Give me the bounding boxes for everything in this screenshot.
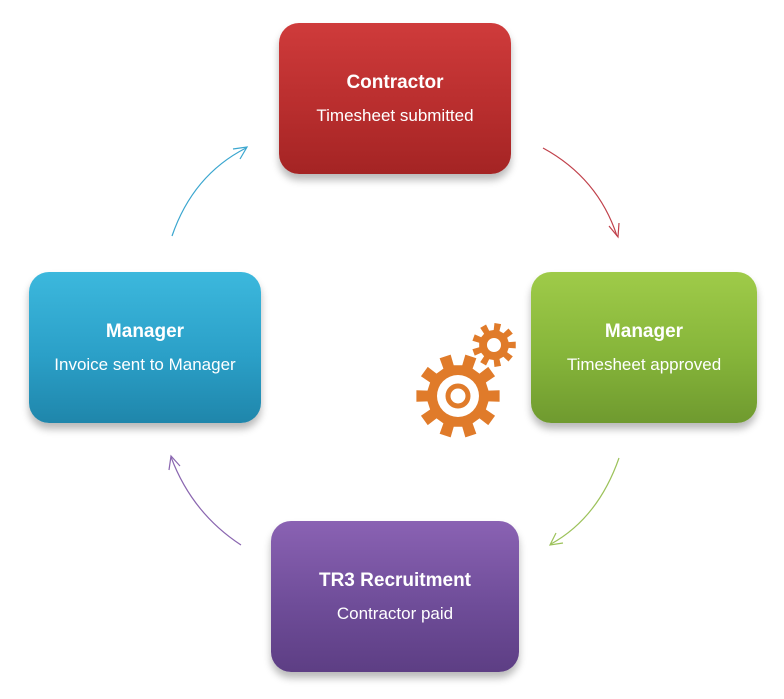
node-subtitle: Timesheet approved (566, 354, 722, 374)
arrow-manager-to-recruitment (548, 457, 620, 546)
node-title: Contractor (346, 71, 444, 93)
node-manager-invoice: Manager Invoice sent to Manager (29, 272, 261, 423)
node-tr3-recruitment: TR3 Recruitment Contractor paid (271, 521, 519, 672)
arrow-contractor-to-manager (542, 147, 620, 239)
arrow-manager-to-contractor (171, 146, 249, 237)
node-manager-approved: Manager Timesheet approved (531, 272, 757, 423)
node-title: Manager (604, 320, 684, 342)
node-title: TR3 Recruitment (318, 569, 472, 591)
arrow-recruitment-to-manager (168, 454, 242, 546)
node-subtitle: Contractor paid (336, 603, 454, 623)
node-title: Manager (105, 320, 185, 342)
gears-icon (416, 323, 516, 438)
node-contractor: Contractor Timesheet submitted (279, 23, 511, 174)
node-subtitle: Timesheet submitted (316, 105, 474, 125)
node-subtitle: Invoice sent to Manager (54, 354, 236, 374)
